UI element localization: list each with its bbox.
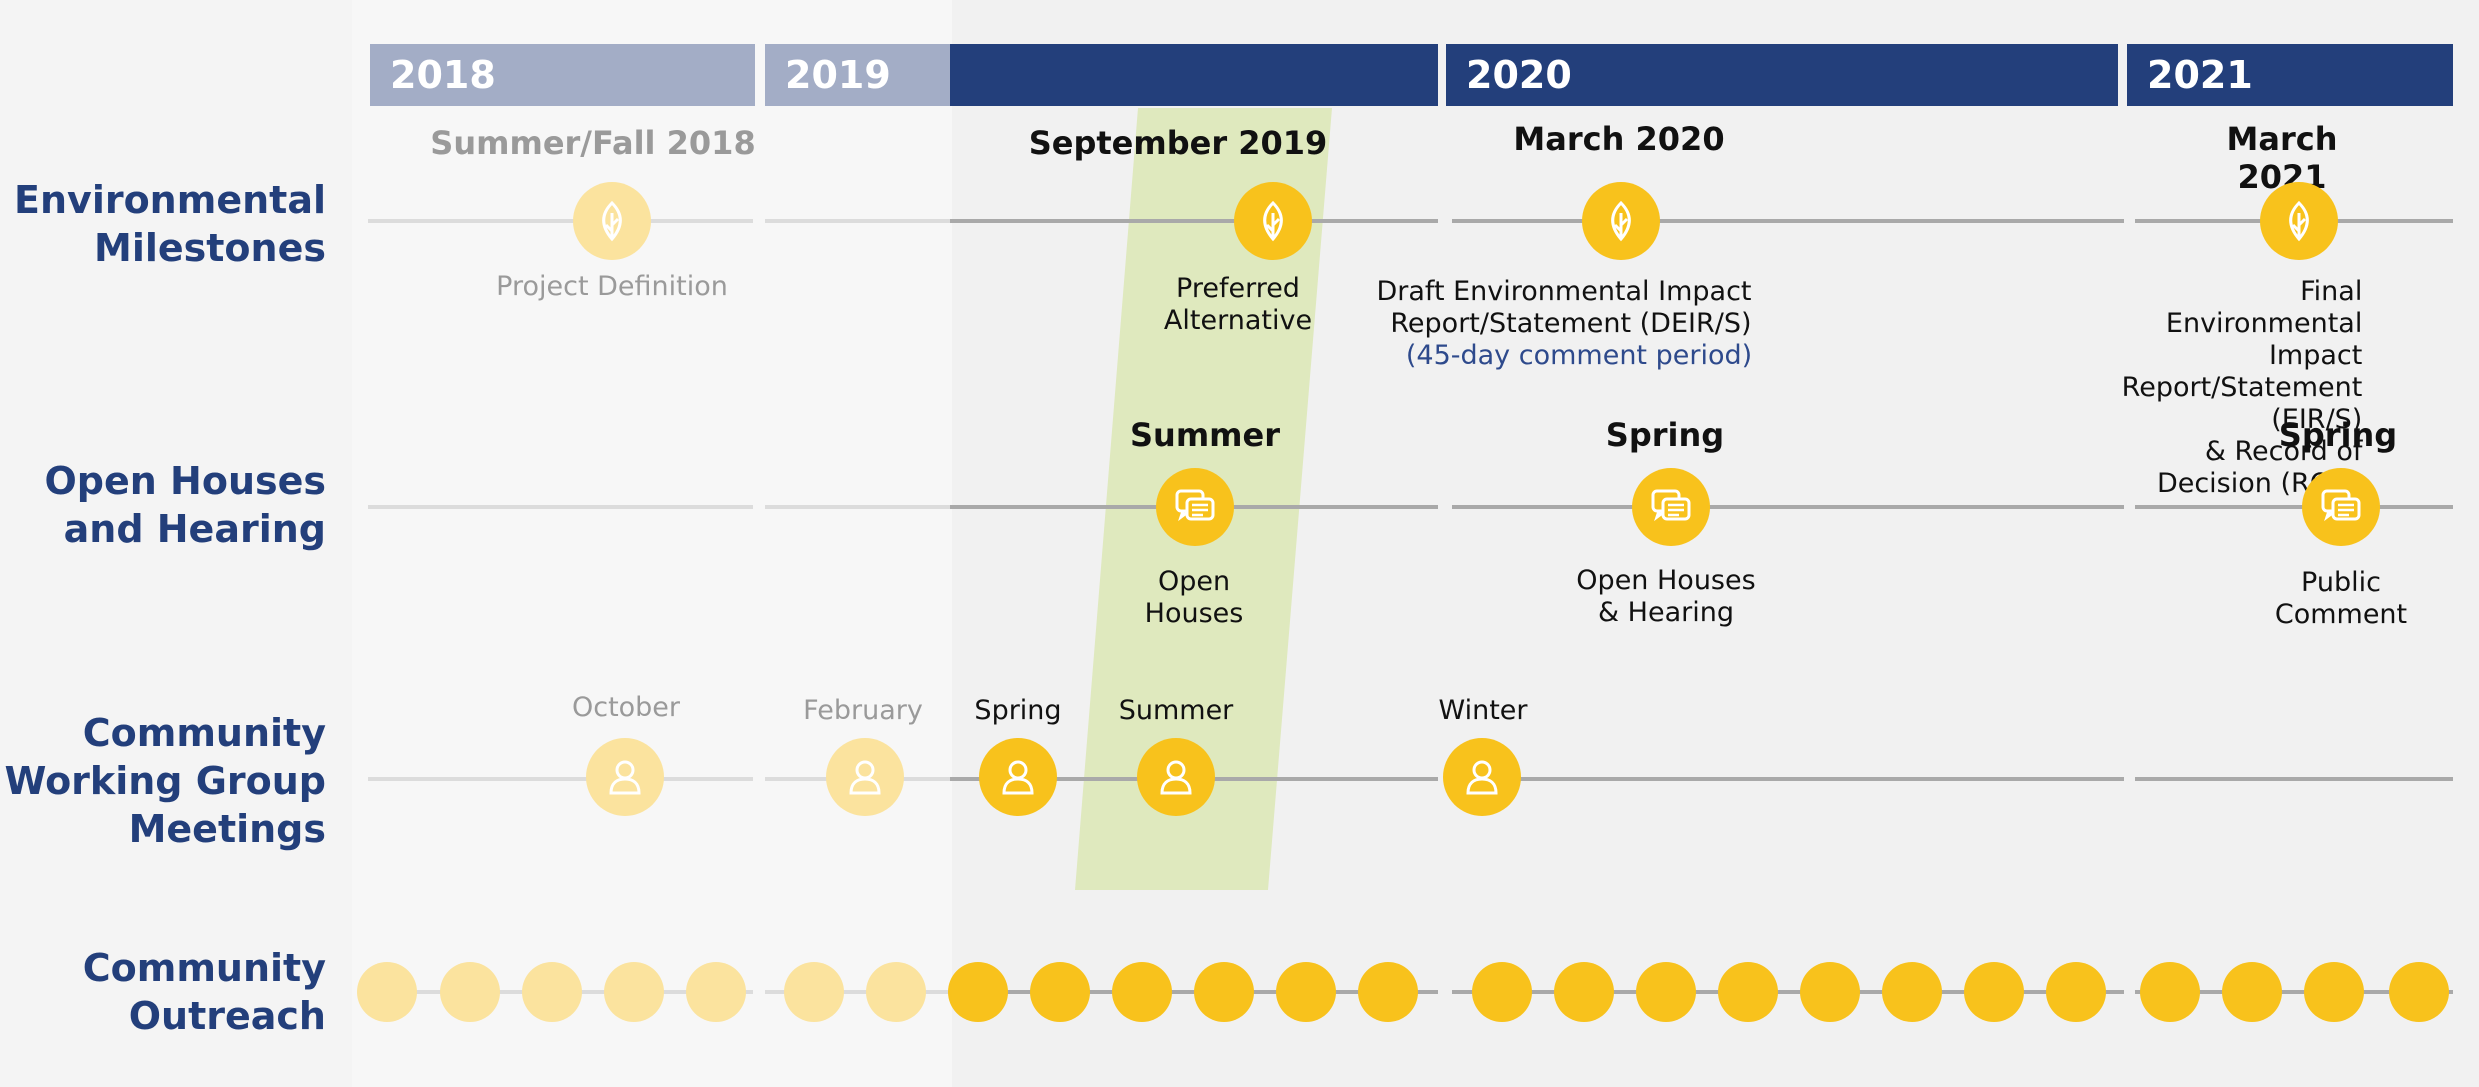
milestone-heading: September 2019 <box>1028 124 1328 162</box>
person-icon <box>979 738 1057 816</box>
milestone-note: (45-day comment period) <box>1405 340 1753 371</box>
year-header-2021: 2021 <box>2127 44 2453 106</box>
row-line <box>368 777 753 781</box>
row-label-open-houses: Open Houses and Hearing <box>44 459 326 551</box>
outreach-dot <box>1800 962 1860 1022</box>
outreach-dot <box>1554 962 1614 1022</box>
milestone-heading: Summer/Fall 2018 <box>430 124 756 162</box>
meeting-label: Winter <box>1438 695 1528 726</box>
outreach-dot <box>2389 962 2449 1022</box>
outreach-dot <box>2046 962 2106 1022</box>
person-icon <box>1137 738 1215 816</box>
outreach-dot <box>440 962 500 1022</box>
chat-bubbles-icon <box>1632 468 1710 546</box>
milestone-label: Preferred Alternative <box>1163 273 1313 336</box>
outreach-dot <box>1194 962 1254 1022</box>
event-heading: Spring <box>2278 416 2398 454</box>
leaf-icon <box>1234 182 1312 260</box>
outreach-dot <box>1718 962 1778 1022</box>
outreach-dot <box>1358 962 1418 1022</box>
year-header-2020: 2020 <box>1446 44 2118 106</box>
event-label: Open Houses & Hearing <box>1576 565 1756 628</box>
row-line <box>1452 219 2124 223</box>
person-icon <box>1443 738 1521 816</box>
outreach-dot <box>948 962 1008 1022</box>
meeting-label: February <box>803 695 923 726</box>
row-line <box>368 219 753 223</box>
outreach-dot <box>784 962 844 1022</box>
milestone-label: Project Definition <box>496 271 728 302</box>
person-icon <box>586 738 664 816</box>
outreach-dot <box>357 962 417 1022</box>
row-line <box>368 505 753 509</box>
meeting-label: Spring <box>974 695 1062 726</box>
leaf-icon <box>1582 182 1660 260</box>
outreach-dot <box>1964 962 2024 1022</box>
person-icon <box>826 738 904 816</box>
outreach-dot <box>1112 962 1172 1022</box>
row-line <box>1452 777 2124 781</box>
row-line <box>765 505 950 509</box>
row-line <box>2135 990 2453 994</box>
row-label-outreach: Community Outreach <box>82 946 326 1038</box>
milestone-label: Draft Environmental Impact Report/Statem… <box>1376 276 1752 339</box>
row-line <box>1452 990 2124 994</box>
leaf-icon <box>2260 182 2338 260</box>
row-line <box>765 219 950 223</box>
event-heading: Summer <box>1130 416 1280 454</box>
outreach-dot <box>866 962 926 1022</box>
chat-bubbles-icon <box>2302 468 2380 546</box>
outreach-dot <box>2304 962 2364 1022</box>
event-heading: Spring <box>1605 416 1725 454</box>
outreach-dot <box>1472 962 1532 1022</box>
outreach-dot <box>1030 962 1090 1022</box>
row-label-environmental: Environmental Milestones <box>14 178 326 270</box>
outreach-dot <box>2222 962 2282 1022</box>
outreach-dot <box>1276 962 1336 1022</box>
milestone-heading: March 2020 <box>1513 120 1725 158</box>
row-line <box>765 990 950 994</box>
year-header-2019-current <box>950 44 1438 106</box>
outreach-dot <box>1636 962 1696 1022</box>
milestone-label: Final Environmental Impact Report/Statem… <box>2121 276 2363 499</box>
outreach-dot <box>2140 962 2200 1022</box>
background-panel-2019 <box>352 0 952 1087</box>
row-line <box>1452 505 2124 509</box>
chat-bubbles-icon <box>1156 468 1234 546</box>
event-label: Public Comment <box>2274 567 2408 630</box>
outreach-dot <box>1882 962 1942 1022</box>
row-label-cwg: Community Working Group Meetings <box>4 711 326 851</box>
outreach-dot <box>686 962 746 1022</box>
outreach-dot <box>522 962 582 1022</box>
meeting-label: Summer <box>1118 695 1234 726</box>
row-line <box>2135 505 2453 509</box>
year-header-2018: 2018 <box>370 44 755 106</box>
event-label: Open Houses <box>1144 566 1244 629</box>
leaf-icon <box>573 182 651 260</box>
row-line <box>950 219 1438 223</box>
row-line <box>2135 777 2453 781</box>
outreach-dot <box>604 962 664 1022</box>
meeting-label: October <box>571 692 681 723</box>
year-header-2019: 2019 <box>765 44 950 106</box>
